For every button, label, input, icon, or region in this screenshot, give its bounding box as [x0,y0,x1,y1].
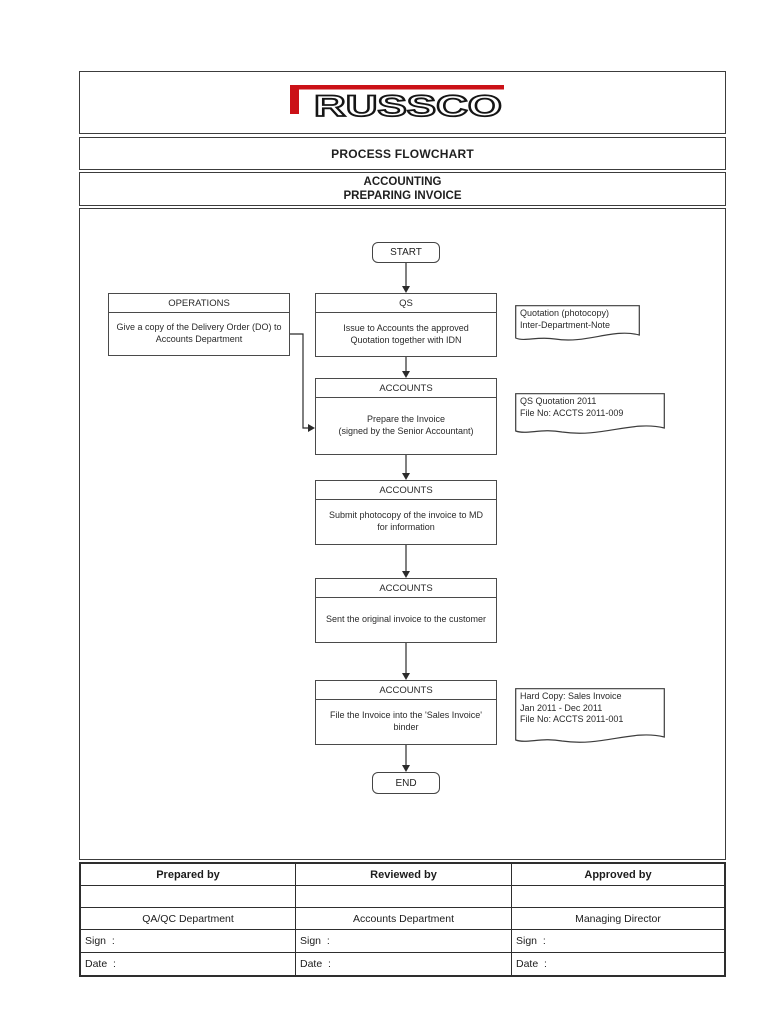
signoff-header-approved: Approved by [512,864,724,886]
date-field: Date : [81,953,296,975]
flow-start-node: START [372,242,440,263]
signoff-table: Prepared by Reviewed by Approved by QA/Q… [79,862,726,977]
logo-red-t-stem [289,84,299,114]
flow-step-accounts-submit: ACCOUNTS Submit photocopy of the invoice… [315,480,497,545]
step-body: Prepare the Invoice (signed by the Senio… [338,414,474,436]
signoff-header-prepared: Prepared by [81,864,296,886]
logo-box: RUSSCO [79,71,726,134]
subtitle-box: ACCOUNTING PREPARING INVOICE [79,172,726,206]
title-box: PROCESS FLOWCHART [79,137,726,170]
logo-letters: RUSSCO [314,90,502,123]
page-title: PROCESS FLOWCHART [331,146,474,161]
signoff-dept-qaqc: QA/QC Department [81,908,296,930]
step-body: Submit photocopy of the invoice to MD fo… [328,510,484,532]
sign-field: Sign : [512,930,724,953]
date-field: Date : [512,953,724,975]
arrowhead-start-qs [402,286,410,293]
flow-step-accounts-prepare: ACCOUNTS Prepare the Invoice (signed by … [315,378,497,455]
document-shape [515,305,640,341]
step-body: Issue to Accounts the approved Quotation… [343,322,469,345]
sign-field: Sign : [81,930,296,953]
flow-step-accounts-send: ACCOUNTS Sent the original invoice to th… [315,578,497,643]
step-body: Sent the original invoice to the custome… [325,614,487,625]
signoff-dept-md: Managing Director [512,908,724,930]
step-body: Give a copy of the Delivery Order (DO) t… [116,322,282,344]
flow-step-qs: QS Issue to Accounts the approved Quotat… [315,293,497,357]
department-title: ACCOUNTING [363,175,442,188]
step-header: ACCOUNTS [316,379,496,398]
flow-step-operations: OPERATIONS Give a copy of the Delivery O… [108,293,290,356]
sign-field: Sign : [296,930,512,953]
step-header: QS [316,294,496,313]
step-header: ACCOUNTS [316,579,496,598]
signoff-spacer-cell [512,886,724,908]
date-field: Date : [296,953,512,975]
end-label: END [395,777,417,789]
flow-note-hard-copy: Hard Copy: Sales Invoice Jan 2011 - Dec … [515,688,665,750]
arrowhead-operations-accounts [308,424,315,432]
process-title: PREPARING INVOICE [343,190,462,202]
step-body: File the Invoice into the 'Sales Invoice… [329,710,483,732]
flow-note-qs-quotation: QS Quotation 2011 File No: ACCTS 2011-00… [515,393,665,441]
step-header: OPERATIONS [109,294,289,313]
signoff-dept-accounts: Accounts Department [296,908,512,930]
note-text: Hard Copy: Sales Invoice Jan 2011 - Dec … [520,691,624,725]
signoff-header-reviewed: Reviewed by [296,864,512,886]
flow-note-quotation: Quotation (photocopy) Inter-Department-N… [515,305,640,347]
note-text: Quotation (photocopy) Inter-Department-N… [520,308,611,330]
flow-step-accounts-file: ACCOUNTS File the Invoice into the 'Sale… [315,680,497,745]
step-header: ACCOUNTS [316,481,496,500]
start-label: START [390,247,422,258]
document-shape [515,688,665,743]
logo-red-bar [289,84,504,89]
step-header: ACCOUNTS [316,681,496,700]
signoff-spacer-cell [81,886,296,908]
signoff-spacer-cell [296,886,512,908]
note-text: QS Quotation 2011 File No: ACCTS 2011-00… [520,396,624,418]
document-shape [515,393,665,434]
trussco-logo: RUSSCO [289,84,504,123]
flow-end-node: END [372,772,440,794]
flowchart-canvas: START OPERATIONS Give a copy of the Deli… [79,208,726,860]
